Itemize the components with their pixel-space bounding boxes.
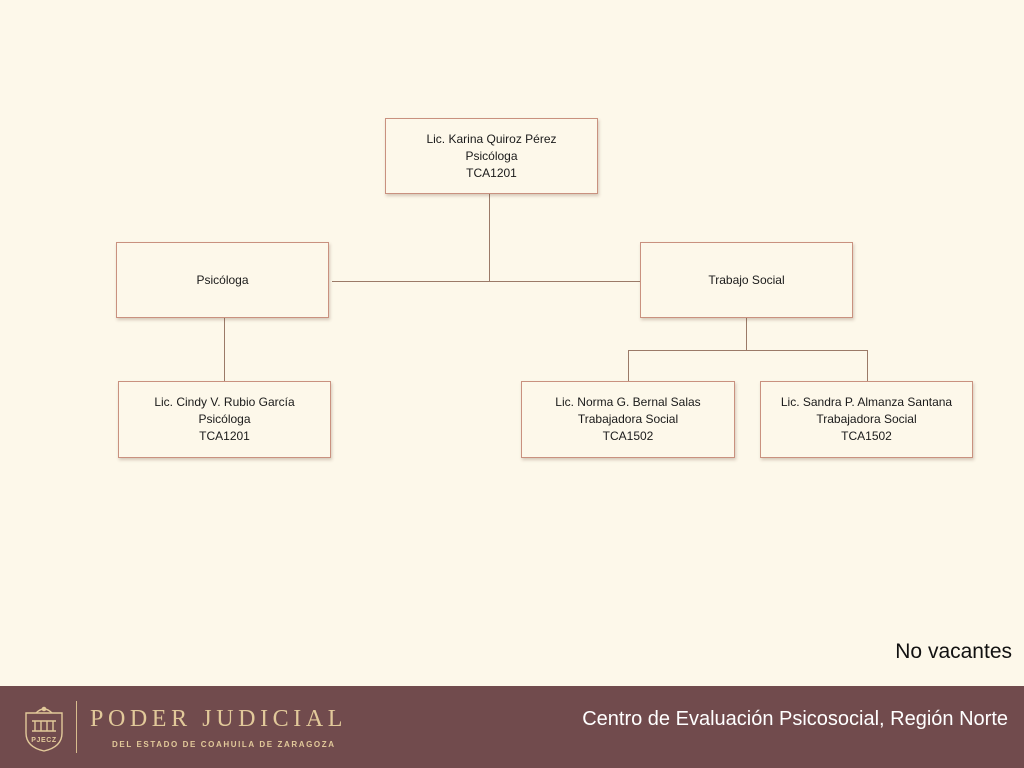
- footer-bar: PJECZ PODER JUDICIAL DEL ESTADO DE COAHU…: [0, 686, 1024, 768]
- org-node-name: Lic. Cindy V. Rubio García: [154, 395, 295, 409]
- org-node-role: Trabajadora Social: [577, 412, 679, 426]
- vacancy-note: No vacantes: [895, 640, 1012, 663]
- org-node-name: Lic. Karina Quiroz Pérez: [426, 131, 557, 146]
- brand-subtitle: DEL ESTADO DE COAHUILA DE ZARAGOZA: [112, 740, 336, 749]
- org-node-role: Psicóloga: [465, 148, 518, 163]
- connector-root-down: [489, 194, 490, 282]
- org-node-department-trabajo-social: Trabajo Social: [640, 242, 853, 318]
- svg-text:PJECZ: PJECZ: [31, 737, 57, 744]
- org-node-role: Psicóloga: [198, 412, 251, 426]
- org-node-member-cindy: Lic. Cindy V. Rubio García Psicóloga TCA…: [118, 381, 331, 458]
- org-node-member-norma: Lic. Norma G. Bernal Salas Trabajadora S…: [521, 381, 735, 458]
- org-node-department-psicologia: Psicóloga: [116, 242, 329, 318]
- connector-department-bar: [332, 281, 641, 282]
- org-node-code: TCA1502: [841, 429, 892, 443]
- connector-psicologia-down: [224, 318, 225, 381]
- connector-trabajo-social-bar: [628, 350, 868, 351]
- pjecz-seal-icon: PJECZ: [25, 706, 63, 752]
- pjecz-logo: PJECZ: [20, 703, 68, 753]
- org-node-label: Psicóloga: [196, 272, 249, 287]
- org-node-role: Trabajadora Social: [816, 412, 917, 426]
- connector-trabajo-social-down: [746, 318, 747, 351]
- footer-divider: [76, 701, 77, 753]
- org-node-root: Lic. Karina Quiroz Pérez Psicóloga TCA12…: [385, 118, 598, 194]
- connector-norma-down: [628, 350, 629, 381]
- org-node-member-sandra: Lic. Sandra P. Almanza Santana Trabajado…: [760, 381, 973, 458]
- org-chart: Lic. Karina Quiroz Pérez Psicóloga TCA12…: [116, 118, 1012, 663]
- org-node-code: TCA1201: [466, 165, 517, 180]
- brand-title: PODER JUDICIAL: [90, 706, 348, 732]
- org-node-name: Lic. Sandra P. Almanza Santana: [780, 395, 953, 409]
- connector-sandra-down: [867, 350, 868, 381]
- org-node-code: TCA1201: [199, 429, 250, 443]
- org-node-code: TCA1502: [602, 429, 654, 443]
- footer-caption: Centro de Evaluación Psicosocial, Región…: [582, 708, 1008, 730]
- org-node-name: Lic. Norma G. Bernal Salas: [555, 395, 701, 409]
- org-node-label: Trabajo Social: [708, 272, 785, 287]
